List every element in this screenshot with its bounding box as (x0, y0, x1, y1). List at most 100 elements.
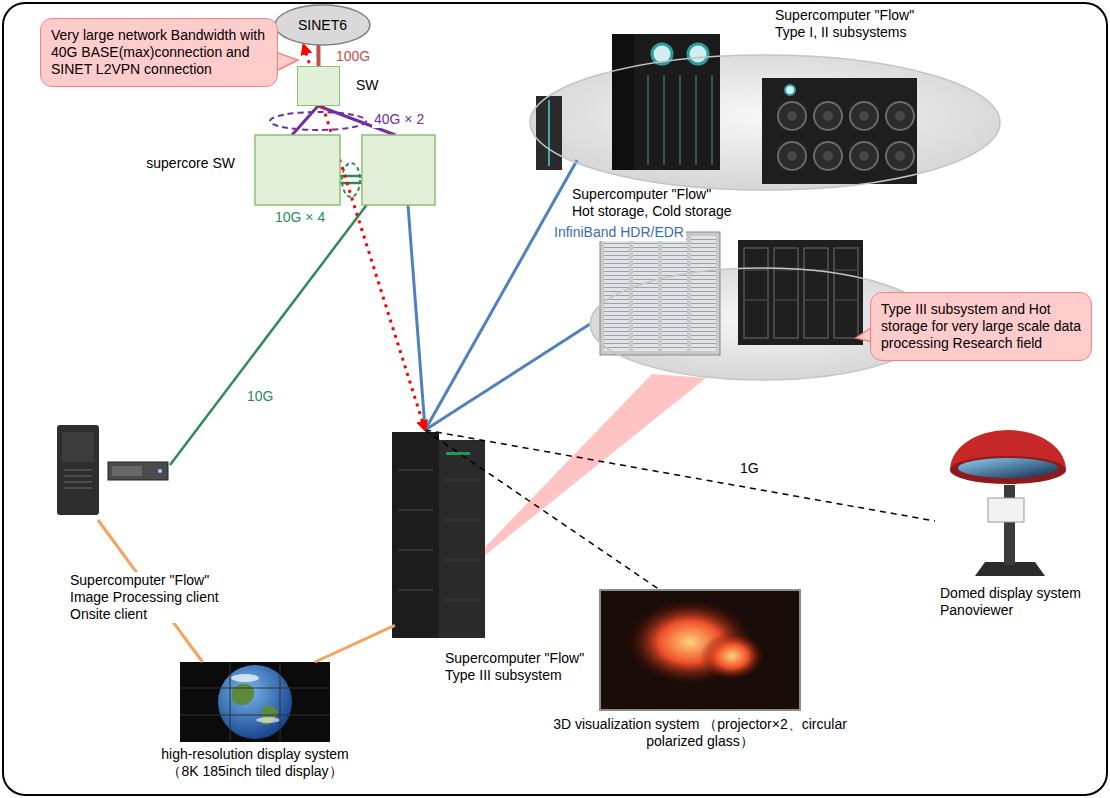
node-text: SINET6 (298, 17, 347, 34)
circle-shape (895, 151, 905, 161)
rect-shape (774, 248, 798, 338)
frame (3, 3, 1107, 795)
rect-shape (62, 432, 94, 462)
edge-label-holder: 1G (738, 460, 761, 477)
edge-label: 40G × 2 (372, 111, 426, 128)
edge-label-holder: 40G × 2 (372, 111, 426, 128)
node-ellipse (530, 55, 1000, 190)
rect-shape (738, 240, 863, 345)
display-node: 3D visualization system （projector×2、cir… (600, 590, 800, 710)
rect-shape (662, 236, 687, 351)
node-text: SW (356, 77, 397, 94)
rect-shape (446, 452, 470, 455)
infiniband-line (425, 160, 577, 430)
node-text: 3D visualization system （projector×2、cir… (540, 716, 860, 750)
node-text: Supercomputer "Flow" Type I, II subsyste… (775, 7, 937, 41)
link-count-label: 10G × 4 (275, 209, 325, 226)
edge-label: 100G (334, 48, 372, 65)
rect-shape (804, 248, 828, 338)
circle-shape (895, 111, 905, 121)
g-shape (787, 111, 905, 161)
edge-label: 1G (738, 460, 761, 477)
circle-shape (850, 142, 878, 170)
callout-wedge (484, 374, 706, 556)
rect-shape (612, 34, 720, 170)
ellipse-ground (530, 55, 1000, 190)
circle-shape (787, 151, 797, 161)
ethernet-line (425, 430, 935, 521)
rect-shape (633, 236, 658, 351)
rect-shape (600, 590, 800, 710)
video-line (315, 625, 395, 662)
node-text: Domed display system Panoviewer (940, 585, 1090, 619)
path-shape (648, 75, 712, 165)
circle-shape (886, 142, 914, 170)
path-shape (180, 662, 330, 742)
circle-shape (785, 85, 795, 95)
node-ellipse (275, 5, 370, 45)
infiniband-line (425, 324, 590, 430)
circle-shape (823, 151, 833, 161)
projection-screen (600, 590, 800, 710)
circle-shape (158, 469, 162, 473)
switch-box (362, 135, 435, 205)
edge-label-holder: 100G (334, 48, 372, 65)
node-text: high-resolution display system （8K 185in… (155, 746, 355, 780)
ellipse-shape (950, 456, 1066, 484)
rect-shape (180, 662, 330, 742)
ellipse-shape (256, 717, 280, 723)
circle-shape (823, 111, 833, 121)
circle-shape (814, 142, 842, 170)
rect-shape (744, 248, 768, 338)
edge-label: 10G (245, 388, 275, 405)
path-shape (64, 470, 92, 488)
node-text: Supercomputer "Flow" Type III subsystem (445, 650, 595, 684)
path-shape (398, 470, 479, 600)
storage-rack (600, 232, 863, 355)
edge-label-holder: 10G (245, 388, 275, 405)
circle-shape (688, 44, 708, 64)
circle-shape (859, 151, 869, 161)
rect-shape (1004, 485, 1015, 565)
circle-shape (778, 142, 806, 170)
rect-shape (762, 78, 917, 184)
node-text: Type III subsystem and Hot storage for v… (881, 301, 1081, 352)
infiniband-line (408, 205, 425, 430)
supercomputer-rack (392, 432, 485, 638)
node-text: Very large network Bandwidth with 40G BA… (51, 27, 267, 78)
rect-shape (108, 462, 168, 480)
circle-shape (850, 102, 878, 130)
rect-shape (536, 96, 562, 170)
node-text: supercore SW (103, 155, 235, 172)
uplink-line (316, 45, 320, 66)
circle-shape (778, 102, 806, 130)
rect-shape (612, 34, 634, 170)
ellipse-shape (958, 458, 1058, 478)
dome-display (950, 430, 1066, 576)
circle-shape (859, 111, 869, 121)
line-shape (548, 100, 550, 166)
subsystem-node: Supercomputer "Flow" Type III subsystem (390, 430, 485, 640)
rect-shape (392, 432, 439, 638)
link-line (340, 182, 362, 185)
link-line (170, 205, 367, 465)
node-outline (255, 135, 435, 205)
callout-box: Type III subsystem and Hot storage for v… (870, 292, 1092, 361)
g-shape (744, 248, 858, 338)
core-switch: supercore SW (255, 135, 435, 205)
circle-shape (886, 102, 914, 130)
circle-shape (814, 102, 842, 130)
rect-shape (57, 425, 99, 515)
rect-shape (691, 236, 716, 351)
node-text: Supercomputer "Flow" Hot storage, Cold s… (572, 186, 736, 220)
node-text: Supercomputer "Flow" Image Processing cl… (70, 572, 234, 623)
rect-shape (834, 248, 858, 338)
g-shape (778, 102, 914, 170)
ellipse-shape (700, 632, 764, 680)
circle-shape (218, 665, 292, 739)
rect-shape (988, 498, 1024, 522)
network-ellipse: SINET6 (275, 5, 370, 45)
edge-label-holder: InfiniBand HDR/EDR (552, 224, 686, 241)
rect-shape (112, 466, 142, 476)
